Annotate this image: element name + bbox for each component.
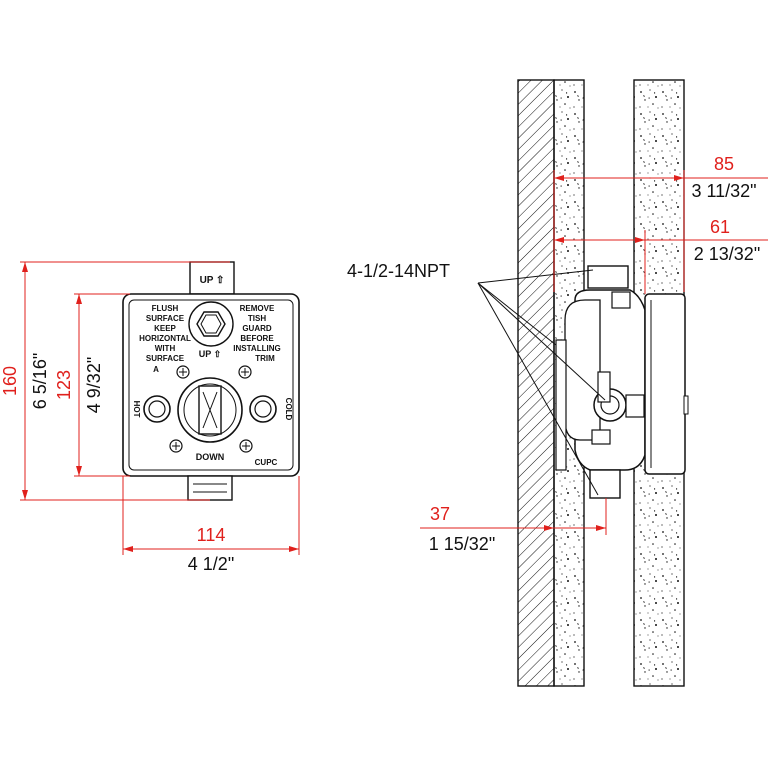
dim-height xyxy=(20,261,230,501)
dim-inner xyxy=(74,293,130,477)
stud-wall xyxy=(517,79,555,687)
svg-text:TRIM: TRIM xyxy=(255,354,275,363)
hex-plug xyxy=(188,301,234,347)
dim-37-mm: 37 xyxy=(430,504,450,524)
svg-text:SURFACE: SURFACE xyxy=(146,354,185,363)
cupc-label: CUPC xyxy=(255,458,278,467)
svg-text:A: A xyxy=(153,365,159,374)
hot-label: HOT xyxy=(132,401,141,418)
front-view: UP ⇧ UP ⇧ FLUSH SURFACE KEEP HORIZONTAL … xyxy=(0,261,300,574)
flush-surface-text: FLUSH SURFACE KEEP HORIZONTAL WITH SURFA… xyxy=(139,304,191,374)
hot-inlet xyxy=(143,395,171,423)
svg-text:WITH: WITH xyxy=(155,344,176,353)
dim-inner-in: 4 9/32" xyxy=(84,357,104,413)
dim-inner-mm: 123 xyxy=(54,370,74,400)
svg-text:REMOVE: REMOVE xyxy=(240,304,275,313)
svg-text:KEEP: KEEP xyxy=(154,324,176,333)
side-view: 4-1/2-14NPT 85 3 11/32" 61 2 13/32" xyxy=(347,79,768,687)
dim-height-in: 6 5/16" xyxy=(30,353,50,409)
dim-61 xyxy=(554,230,768,294)
thread-label: 4-1/2-14NPT xyxy=(347,261,450,281)
dim-85 xyxy=(553,170,768,292)
cold-label: COLD xyxy=(284,398,293,421)
valve-body-inner xyxy=(128,299,294,471)
up-mid-label: UP ⇧ xyxy=(199,349,221,359)
down-label: DOWN xyxy=(196,452,225,462)
svg-text:HORIZONTAL: HORIZONTAL xyxy=(139,334,191,343)
dim-61-mm: 61 xyxy=(710,217,730,237)
dim-width-mm: 114 xyxy=(197,525,226,545)
up-top-label: UP ⇧ xyxy=(200,275,225,286)
svg-text:BEFORE: BEFORE xyxy=(240,334,274,343)
bottom-outlet xyxy=(187,475,233,501)
dim-height-mm: 160 xyxy=(0,366,20,396)
valve-side-body xyxy=(555,265,689,499)
svg-text:TISH: TISH xyxy=(248,314,266,323)
dim-37-in: 1 15/32" xyxy=(429,534,495,554)
dim-85-in: 3 11/32" xyxy=(691,181,756,201)
dim-61-in: 2 13/32" xyxy=(694,244,760,264)
svg-text:SURFACE: SURFACE xyxy=(146,314,185,323)
svg-text:INSTALLING: INSTALLING xyxy=(233,344,280,353)
cartridge xyxy=(177,377,243,443)
dim-37 xyxy=(420,498,607,535)
dim-width-in: 4 1/2" xyxy=(188,554,234,574)
top-inlet xyxy=(189,261,235,295)
dim-85-mm: 85 xyxy=(714,154,734,174)
svg-text:GUARD: GUARD xyxy=(242,324,272,333)
mounting-screws xyxy=(169,365,253,453)
thread-leaders xyxy=(477,269,606,496)
dim-width xyxy=(122,476,300,555)
remove-guard-text: REMOVE TISH GUARD BEFORE INSTALLING TRIM xyxy=(233,304,280,363)
cold-inlet xyxy=(249,395,277,423)
svg-text:FLUSH: FLUSH xyxy=(152,304,179,313)
